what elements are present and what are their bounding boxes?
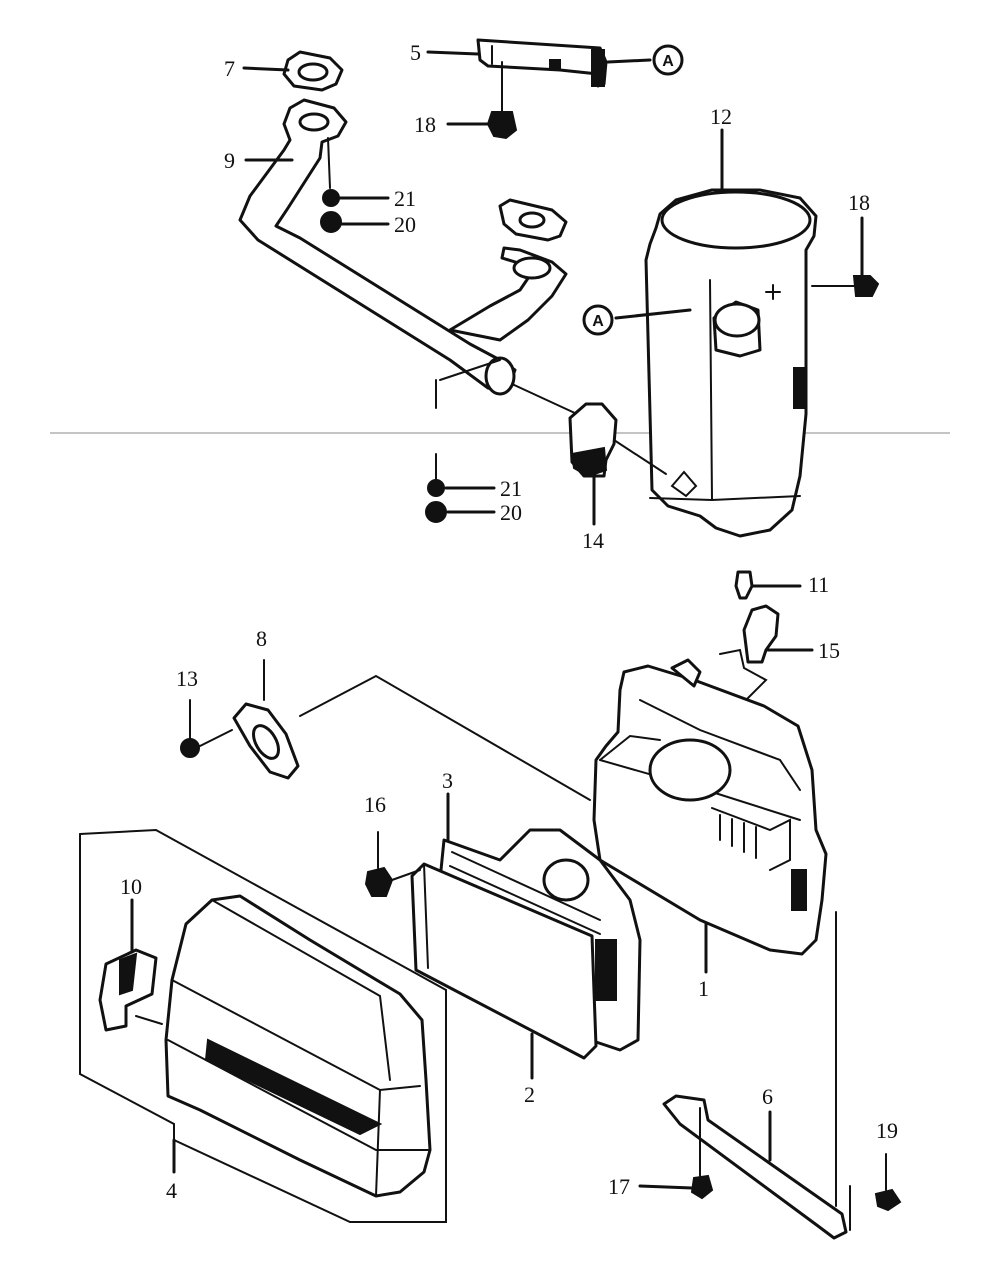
label-6: 6 <box>762 1084 773 1109</box>
part-6-rod <box>662 911 851 1240</box>
label-10: 10 <box>120 874 142 899</box>
callout-14: 14 <box>582 474 604 553</box>
label-20-lower: 20 <box>500 500 522 525</box>
part-4-cover <box>164 894 432 1198</box>
label-2: 2 <box>524 1082 535 1107</box>
callout-13: 13 <box>176 666 198 691</box>
callout-8: 8 <box>256 626 267 651</box>
label-14: 14 <box>582 528 604 553</box>
callout-16: 16 <box>364 792 386 817</box>
callout-17: 17 <box>608 1174 694 1199</box>
reference-a-muffler: A <box>582 304 692 336</box>
reference-a-muffler-text: A <box>592 313 604 330</box>
part-15-bracket <box>719 604 780 701</box>
part-7-gasket <box>282 50 344 92</box>
label-4: 4 <box>166 1178 177 1203</box>
part-20-washer-lower <box>425 501 447 523</box>
label-20-upper: 20 <box>394 212 416 237</box>
part-20-washer-upper <box>320 211 342 233</box>
callout-18-right: 18 <box>848 190 870 278</box>
label-19: 19 <box>876 1118 898 1143</box>
part-2-pre-filter <box>410 862 598 1060</box>
callout-19: 19 <box>876 1118 898 1143</box>
callout-4: 4 <box>166 1138 177 1203</box>
label-9: 9 <box>224 148 235 173</box>
part-16-nut <box>364 831 394 897</box>
callout-1: 1 <box>698 922 709 1001</box>
label-18-right: 18 <box>848 190 870 215</box>
part-11-screw <box>734 570 754 600</box>
label-3: 3 <box>442 768 453 793</box>
label-12: 12 <box>710 104 732 129</box>
part-9-exhaust-pipe <box>238 98 591 421</box>
reference-a-top: A <box>606 44 684 76</box>
part-18-bolt-right <box>811 275 880 297</box>
label-5: 5 <box>410 40 421 65</box>
label-11: 11 <box>808 572 829 597</box>
callout-15: 15 <box>766 638 840 663</box>
callout-6: 6 <box>762 1084 773 1162</box>
callout-10: 10 <box>120 874 142 954</box>
part-17-screw <box>690 1107 714 1200</box>
part-19-screw <box>874 1153 902 1212</box>
label-7: 7 <box>224 56 235 81</box>
callout-21-lower: 21 <box>444 476 522 501</box>
callout-11: 11 <box>750 572 829 597</box>
assembly-lines <box>79 674 591 1223</box>
part-8-gasket <box>232 659 300 780</box>
callout-20-upper: 20 <box>340 212 416 237</box>
callout-20-lower: 20 <box>446 500 522 525</box>
callout-18-top: 18 <box>414 112 492 137</box>
part-18-bolt <box>486 61 518 140</box>
part-5-heat-shield <box>476 38 608 88</box>
label-18-top: 18 <box>414 112 436 137</box>
label-1: 1 <box>698 976 709 1001</box>
reference-a-top-text: A <box>662 53 674 70</box>
part-14-clamp <box>568 402 667 478</box>
callout-21-upper: 21 <box>338 186 416 211</box>
callout-2: 2 <box>524 1032 535 1107</box>
label-15: 15 <box>818 638 840 663</box>
part-21-nut-upper <box>322 189 340 207</box>
part-21-nut-lower <box>427 453 445 497</box>
label-16: 16 <box>364 792 386 817</box>
label-13: 13 <box>176 666 198 691</box>
callout-7: 7 <box>224 56 290 81</box>
part-10-clip <box>98 948 163 1032</box>
part-1-filter-base <box>592 658 828 956</box>
label-21-lower: 21 <box>500 476 522 501</box>
label-8: 8 <box>256 626 267 651</box>
label-17: 17 <box>608 1174 630 1199</box>
part-12-muffler <box>644 188 818 538</box>
callout-3: 3 <box>442 768 453 842</box>
callout-5: 5 <box>410 40 480 65</box>
label-21-upper: 21 <box>394 186 416 211</box>
callout-12: 12 <box>710 104 732 192</box>
callout-9: 9 <box>224 148 294 173</box>
part-13-nut <box>180 699 200 758</box>
